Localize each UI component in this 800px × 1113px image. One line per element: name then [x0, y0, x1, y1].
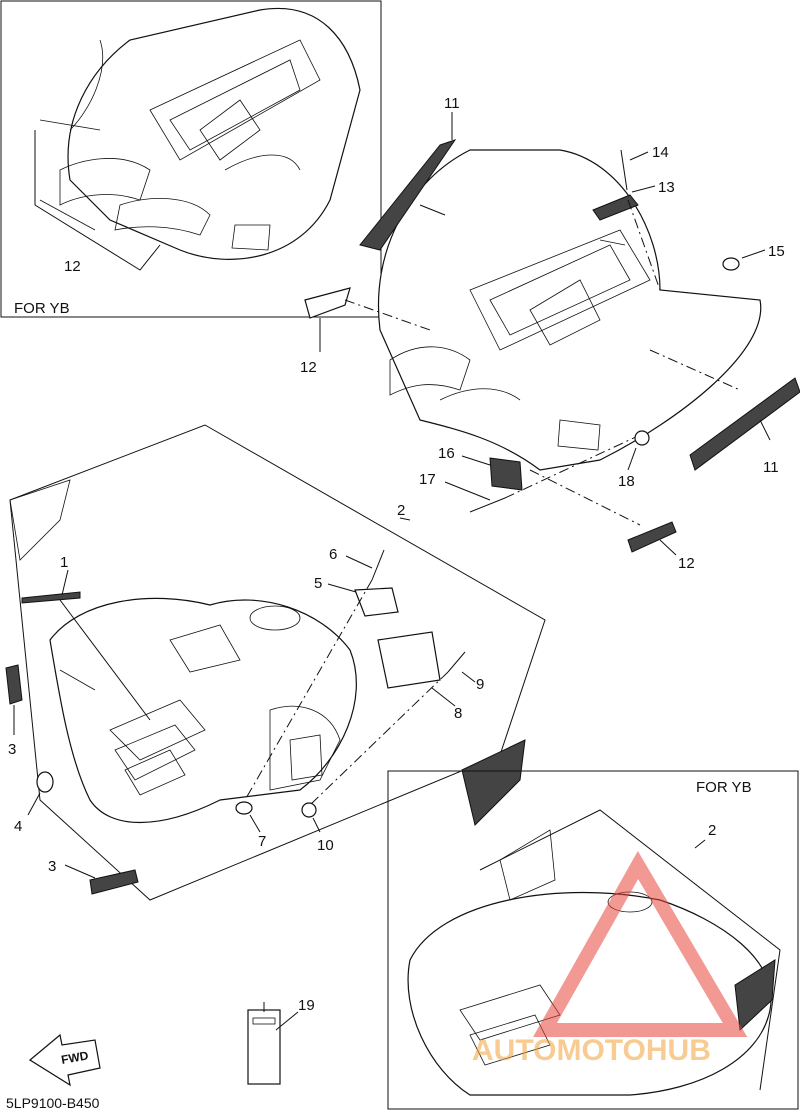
label-19: 19: [247, 997, 315, 1085]
rear-fender: [377, 149, 762, 471]
inset-frame-bottom: [387, 770, 799, 1110]
callout-17: 17: [419, 471, 436, 488]
callout-5: 5: [314, 575, 322, 592]
callout-1: 1: [60, 554, 68, 571]
watermark-text: AUTOMOTOHUB: [472, 1034, 711, 1067]
callout-12-inset: 12: [64, 258, 81, 275]
callout-3-side: 3: [8, 741, 16, 758]
inset-top-left: 12 FOR YB: [0, 0, 382, 318]
callout-18: 18: [618, 473, 635, 490]
left-panel: [9, 479, 71, 561]
inset-frame: [0, 0, 382, 318]
rear-fender-group: 11 11 12 13 14 15 16 17 18: [300, 95, 800, 572]
grommet-18: [634, 430, 650, 446]
front-fender-group: 1 2 3 3 4 5 6 7 8 9: [5, 424, 546, 901]
callout-11-upper: 11: [444, 95, 460, 112]
callout-10: 10: [317, 837, 334, 854]
callout-16: 16: [438, 445, 455, 462]
decal-11-upper: [359, 139, 457, 251]
callout-4: 4: [14, 818, 22, 835]
pad-12-left: [304, 287, 351, 319]
plate-13: [592, 194, 639, 221]
rear-fender-yb: [67, 7, 361, 260]
plate-5: [354, 587, 399, 617]
inset-label-top: FOR YB: [14, 300, 70, 317]
watermark-logo: AUTOMOTOHUB: [472, 850, 748, 1067]
plate-8: [377, 631, 441, 689]
callout-2: 2: [397, 502, 405, 519]
fwd-label: FWD: [60, 1048, 90, 1067]
grommet-7: [235, 801, 253, 815]
inset-label-bottom: FOR YB: [696, 779, 752, 796]
callout-3-lower: 3: [48, 858, 56, 875]
callout-15: 15: [768, 243, 785, 260]
grommet-15: [722, 257, 740, 271]
decal-3-lower: [89, 869, 139, 895]
callout-8: 8: [454, 705, 462, 722]
callout-2-inset: 2: [708, 822, 716, 839]
diagram-code: 5LP9100-B450: [6, 1095, 100, 1111]
callout-9: 9: [476, 676, 484, 693]
callout-7: 7: [258, 833, 266, 850]
fwd-arrow-icon: [28, 1033, 101, 1087]
decal-3-side: [5, 664, 23, 705]
grommet-10: [301, 802, 317, 818]
callout-14: 14: [652, 144, 669, 161]
decal-1: [21, 591, 81, 604]
decal-11-right: [689, 377, 800, 471]
callout-11-right: 11: [763, 459, 779, 476]
side-decal-right: [461, 739, 526, 826]
side-decal-yb: [734, 959, 776, 1032]
reflector-4: [36, 771, 54, 793]
callout-12-left: 12: [300, 359, 317, 376]
callout-19: 19: [298, 997, 315, 1014]
callout-6: 6: [329, 546, 337, 563]
plate-16: [489, 457, 523, 491]
fwd-arrow: FWD: [28, 1033, 101, 1087]
pad-12-right: [627, 521, 677, 553]
front-fender: [49, 597, 357, 823]
callout-13: 13: [658, 179, 675, 196]
callout-12-right: 12: [678, 555, 695, 572]
